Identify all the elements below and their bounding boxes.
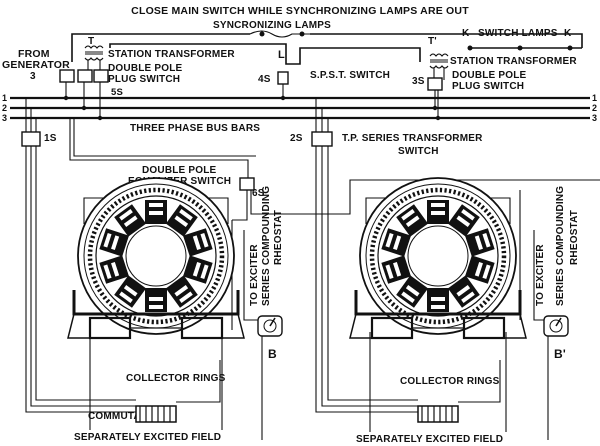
switch-lamp (567, 45, 573, 51)
generator-switch (59, 69, 75, 83)
switch-lamp (467, 45, 473, 51)
separately-excited-field-right-label: SEPARATELY EXCITED FIELD (356, 434, 503, 445)
collector-ring-leads-right (360, 360, 501, 413)
plug-switch-left (93, 69, 109, 83)
left-feeder-wires (25, 98, 256, 413)
sync-lamp (299, 31, 305, 37)
bus-junction (435, 115, 441, 121)
switch-1s-label: 1S (44, 133, 57, 144)
commutator-label: COMMUTATOR (88, 411, 162, 422)
transformer-t-label: T (88, 36, 94, 47)
bus-junction (432, 105, 438, 111)
bus-1-right-label: 1 (592, 93, 597, 103)
sync-lamp-filament (249, 30, 310, 38)
rheostat-b-prime (543, 315, 569, 337)
station-transformer-left-label: STATION TRANSFORMER (108, 49, 235, 60)
rotary-converter-a (68, 178, 244, 422)
switch-1s (21, 131, 41, 147)
switch-3s-label: 3S (412, 76, 425, 87)
right-feeder-wires (315, 98, 360, 413)
from-generator-label-2: GENERATOR (2, 59, 70, 71)
spst-switch-label: S.P.S.T. SWITCH (310, 70, 390, 81)
generator-number-label: 3 (30, 71, 36, 82)
bus-junction (63, 95, 69, 101)
station-transformer-right-label: STATION TRANSFORMER (450, 56, 577, 67)
field-leads-left (89, 332, 223, 430)
bus-junction (97, 115, 103, 121)
tp-series-transformer-label-1: T.P. SERIES TRANSFORMER (342, 133, 483, 144)
switch-6s-label: 6S (252, 188, 265, 199)
plug-switch-left (77, 69, 93, 83)
equalizer-switch-6s (239, 177, 255, 191)
station-transformer-left (84, 45, 104, 70)
double-pole-plug-switch-right-1: DOUBLE POLE (452, 70, 527, 81)
lamp-l-label: L (278, 49, 285, 61)
transformer-t-prime-label: T' (428, 36, 437, 47)
collector-rings-left-label: COLLECTOR RINGS (126, 373, 226, 384)
tp-series-transformer-label-2: SWITCH (398, 146, 439, 157)
switch-5s-label: 5S (111, 87, 123, 98)
from-generator-label-1: FROM (18, 48, 50, 60)
switch-2s-label: 2S (290, 133, 303, 144)
bus-2-left-label: 2 (2, 103, 7, 113)
switch-3s (427, 77, 443, 91)
collector-ring-leads-left (80, 360, 221, 413)
rheostat-b (257, 315, 283, 337)
switch-lamp (517, 45, 523, 51)
switch-4s-label: 4S (258, 74, 271, 85)
separately-excited-field-left-label: SEPARATELY EXCITED FIELD (74, 432, 221, 443)
bus-2-right-label: 2 (592, 103, 597, 113)
bus-junction (81, 105, 87, 111)
double-pole-plug-switch-left-2: PLUG SWITCH (108, 74, 180, 85)
bus-junction (280, 95, 286, 101)
collector-rings-right-label: COLLECTOR RINGS (400, 376, 500, 387)
series-compounding-right-label-1: SERIES COMPOUNDING (555, 186, 566, 306)
three-phase-bus-bars-label: THREE PHASE BUS BARS (130, 123, 260, 134)
series-compounding-right-label-2: RHEOSTAT (569, 210, 580, 265)
double-pole-plug-switch-left-1: DOUBLE POLE (108, 63, 183, 74)
switch-4s (277, 71, 289, 85)
bus-3-left-label: 3 (2, 113, 7, 123)
to-exciter-left-label: TO EXCITER (249, 244, 260, 306)
bus-3-right-label: 3 (592, 113, 597, 123)
rheostat-b-prime-label: B' (554, 347, 566, 361)
equalizer-switch-label-1: DOUBLE POLE (142, 165, 217, 176)
station-transformer-right (429, 53, 449, 80)
right-exciter-wires (519, 190, 549, 440)
sync-lamp-circuit-wire (71, 33, 583, 62)
top-note: CLOSE MAIN SWITCH WHILE SYNCHRONIZING LA… (131, 5, 469, 17)
lamp-l-wire (109, 43, 421, 65)
series-compounding-left-label-2: RHEOSTAT (273, 210, 284, 265)
switch-2s (311, 131, 333, 147)
bus-1-left-label: 1 (2, 93, 7, 103)
sync-lamp (259, 31, 265, 37)
field-leads-right (369, 332, 507, 432)
double-pole-plug-switch-right-2: PLUG SWITCH (452, 81, 524, 92)
rheostat-b-label: B (268, 347, 277, 361)
series-compounding-left-label-1: SERIES COMPOUNDING (261, 186, 272, 306)
to-exciter-right-label: TO EXCITER (535, 244, 546, 306)
synchronizing-lamps-label: SYNCRONIZING LAMPS (213, 20, 331, 31)
